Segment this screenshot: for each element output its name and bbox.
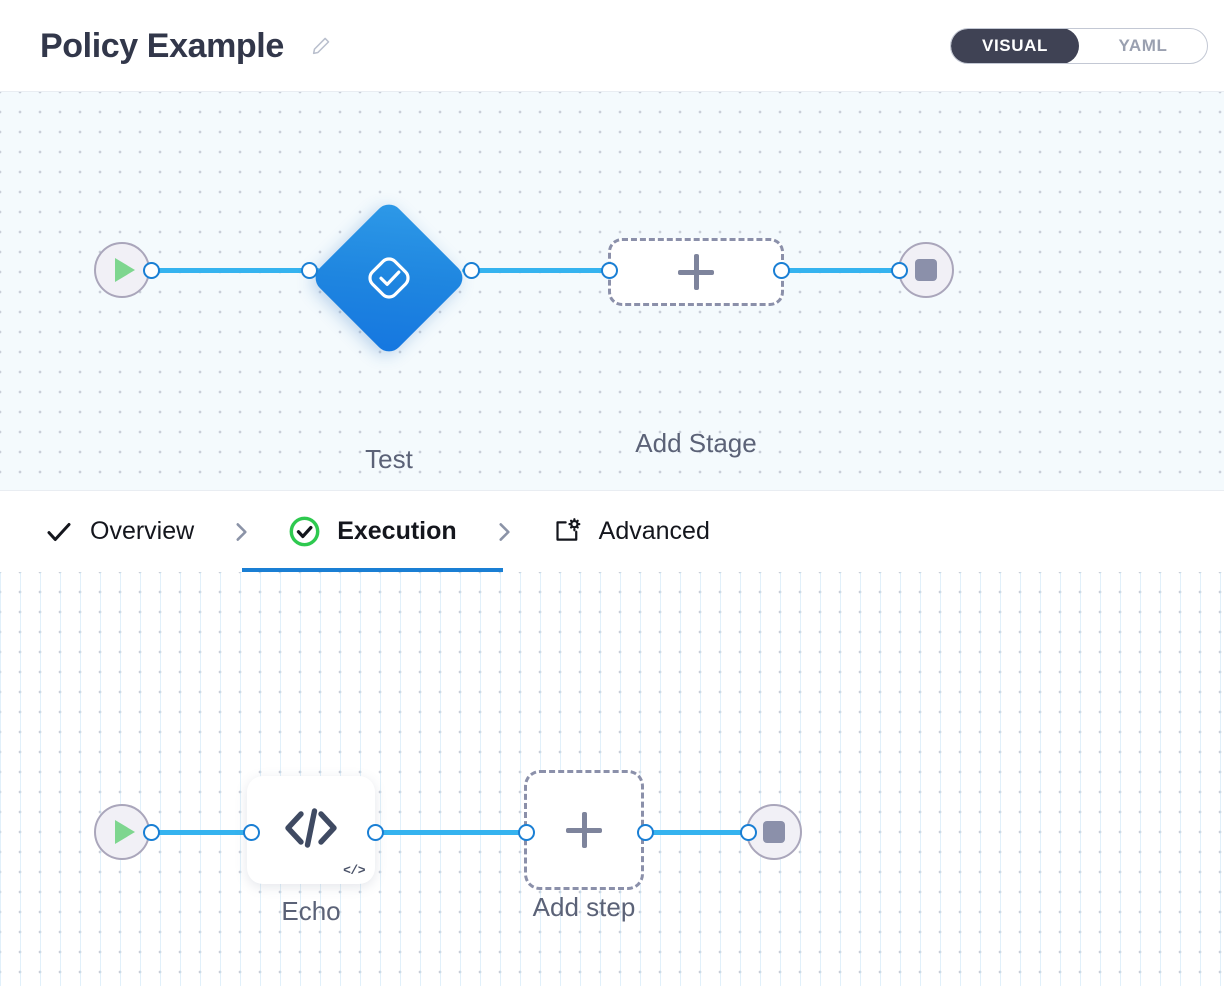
check-badge-icon	[362, 251, 416, 305]
edge-test-to-addstage	[462, 268, 622, 273]
plus-icon	[678, 254, 714, 290]
pencil-icon[interactable]	[310, 35, 332, 57]
chevron-right-icon	[198, 491, 284, 573]
port-echo-in[interactable]	[243, 824, 260, 841]
step-node-echo[interactable]: </>	[247, 776, 375, 884]
add-step-button[interactable]	[524, 770, 644, 890]
play-icon	[115, 820, 135, 844]
port-end-in[interactable]	[891, 262, 908, 279]
edge-addstage-to-end	[772, 268, 914, 273]
mode-option-visual[interactable]: VISUAL	[951, 28, 1079, 63]
add-step-label: Add step	[532, 892, 636, 922]
port-addstage-out[interactable]	[773, 262, 790, 279]
code-icon	[280, 804, 342, 857]
port-step-start-out[interactable]	[143, 824, 160, 841]
tab-execution[interactable]: Execution	[242, 491, 504, 573]
stop-icon	[915, 259, 937, 281]
chevron-right-icon-2	[461, 491, 547, 573]
settings-box-icon	[551, 516, 583, 548]
mode-option-yaml[interactable]: YAML	[1118, 35, 1168, 55]
code-badge-icon: </>	[343, 863, 365, 878]
stage-graph-canvas[interactable]: Test Add Stage	[0, 92, 1224, 490]
check-circle-icon	[288, 515, 321, 548]
port-addstep-out[interactable]	[637, 824, 654, 841]
edge-echo-to-addstep	[374, 830, 532, 835]
page-header: Policy Example VISUAL YAML	[0, 0, 1224, 92]
edge-start-to-echo	[150, 830, 255, 835]
view-mode-toggle[interactable]: VISUAL YAML	[950, 27, 1208, 64]
check-icon	[44, 517, 74, 547]
add-stage-label: Add Stage	[635, 428, 757, 458]
section-tabs: Overview Execution Advanced	[0, 490, 1224, 573]
start-node[interactable]	[94, 242, 150, 298]
port-addstage-in[interactable]	[601, 262, 618, 279]
edge-start-to-test	[150, 268, 320, 273]
tab-label-overview: Overview	[90, 517, 195, 545]
stop-icon	[763, 821, 785, 843]
tab-label-advanced: Advanced	[598, 517, 710, 545]
stage-label-test: Test	[365, 444, 413, 474]
port-test-out[interactable]	[463, 262, 480, 279]
port-echo-out[interactable]	[367, 824, 384, 841]
play-icon	[115, 258, 135, 282]
tab-label-execution: Execution	[337, 517, 457, 545]
port-start-out[interactable]	[143, 262, 160, 279]
stage-node-test[interactable]	[309, 198, 469, 358]
execution-graph-canvas[interactable]: </> Echo Add step	[0, 572, 1224, 986]
tab-overview[interactable]: Overview	[40, 491, 198, 573]
add-stage-button[interactable]	[608, 238, 784, 306]
start-node-step[interactable]	[94, 804, 150, 860]
port-addstep-in[interactable]	[518, 824, 535, 841]
tab-advanced[interactable]: Advanced	[547, 491, 714, 573]
edge-addstep-to-end	[640, 830, 760, 835]
step-label-echo: Echo	[281, 896, 341, 926]
plus-icon	[566, 812, 602, 848]
page-title: Policy Example	[40, 26, 284, 65]
port-test-in[interactable]	[301, 262, 318, 279]
port-step-end-in[interactable]	[740, 824, 757, 841]
